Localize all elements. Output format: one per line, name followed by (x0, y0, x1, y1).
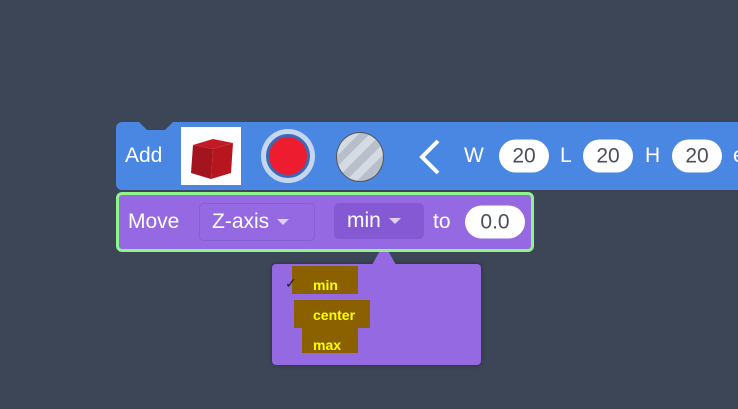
width-input[interactable]: 20 (499, 139, 549, 173)
cube-icon (191, 139, 233, 179)
menu-item-center[interactable]: center (313, 307, 356, 323)
anchor-dropdown-menu: ✓ min center max (272, 252, 481, 365)
move-block[interactable]: Move Z-axis min to 0.0 (116, 192, 534, 252)
axis-dropdown[interactable]: Z-axis (199, 203, 315, 241)
trailing-label: e (733, 144, 738, 168)
menu-pointer (372, 252, 396, 265)
length-input[interactable]: 20 (583, 139, 633, 173)
check-icon: ✓ (285, 275, 297, 291)
add-label: Add (125, 144, 163, 167)
w-label: W (464, 144, 484, 167)
axis-value: Z-axis (212, 210, 270, 233)
move-label: Move (128, 210, 180, 233)
chevron-left-icon[interactable] (418, 138, 442, 176)
to-label: to (433, 210, 451, 233)
anchor-value: min (347, 209, 381, 232)
shape-picker[interactable] (181, 127, 241, 185)
dropdown-arrow-icon (277, 219, 290, 226)
height-input[interactable]: 20 (672, 139, 722, 173)
l-label: L (560, 144, 572, 167)
position-input[interactable]: 0.0 (465, 205, 525, 239)
anchor-dropdown[interactable]: min (334, 203, 424, 239)
add-shape-block[interactable]: Add W 20 L 20 H 20 e (116, 121, 738, 190)
material-picker[interactable] (336, 132, 384, 182)
menu-item-min[interactable]: min (313, 277, 338, 293)
h-label: H (645, 144, 661, 167)
block-notch (138, 121, 174, 130)
menu-item-max[interactable]: max (313, 337, 342, 353)
color-swatch (266, 134, 310, 178)
dropdown-arrow-icon (388, 218, 401, 225)
color-picker[interactable] (261, 129, 315, 183)
